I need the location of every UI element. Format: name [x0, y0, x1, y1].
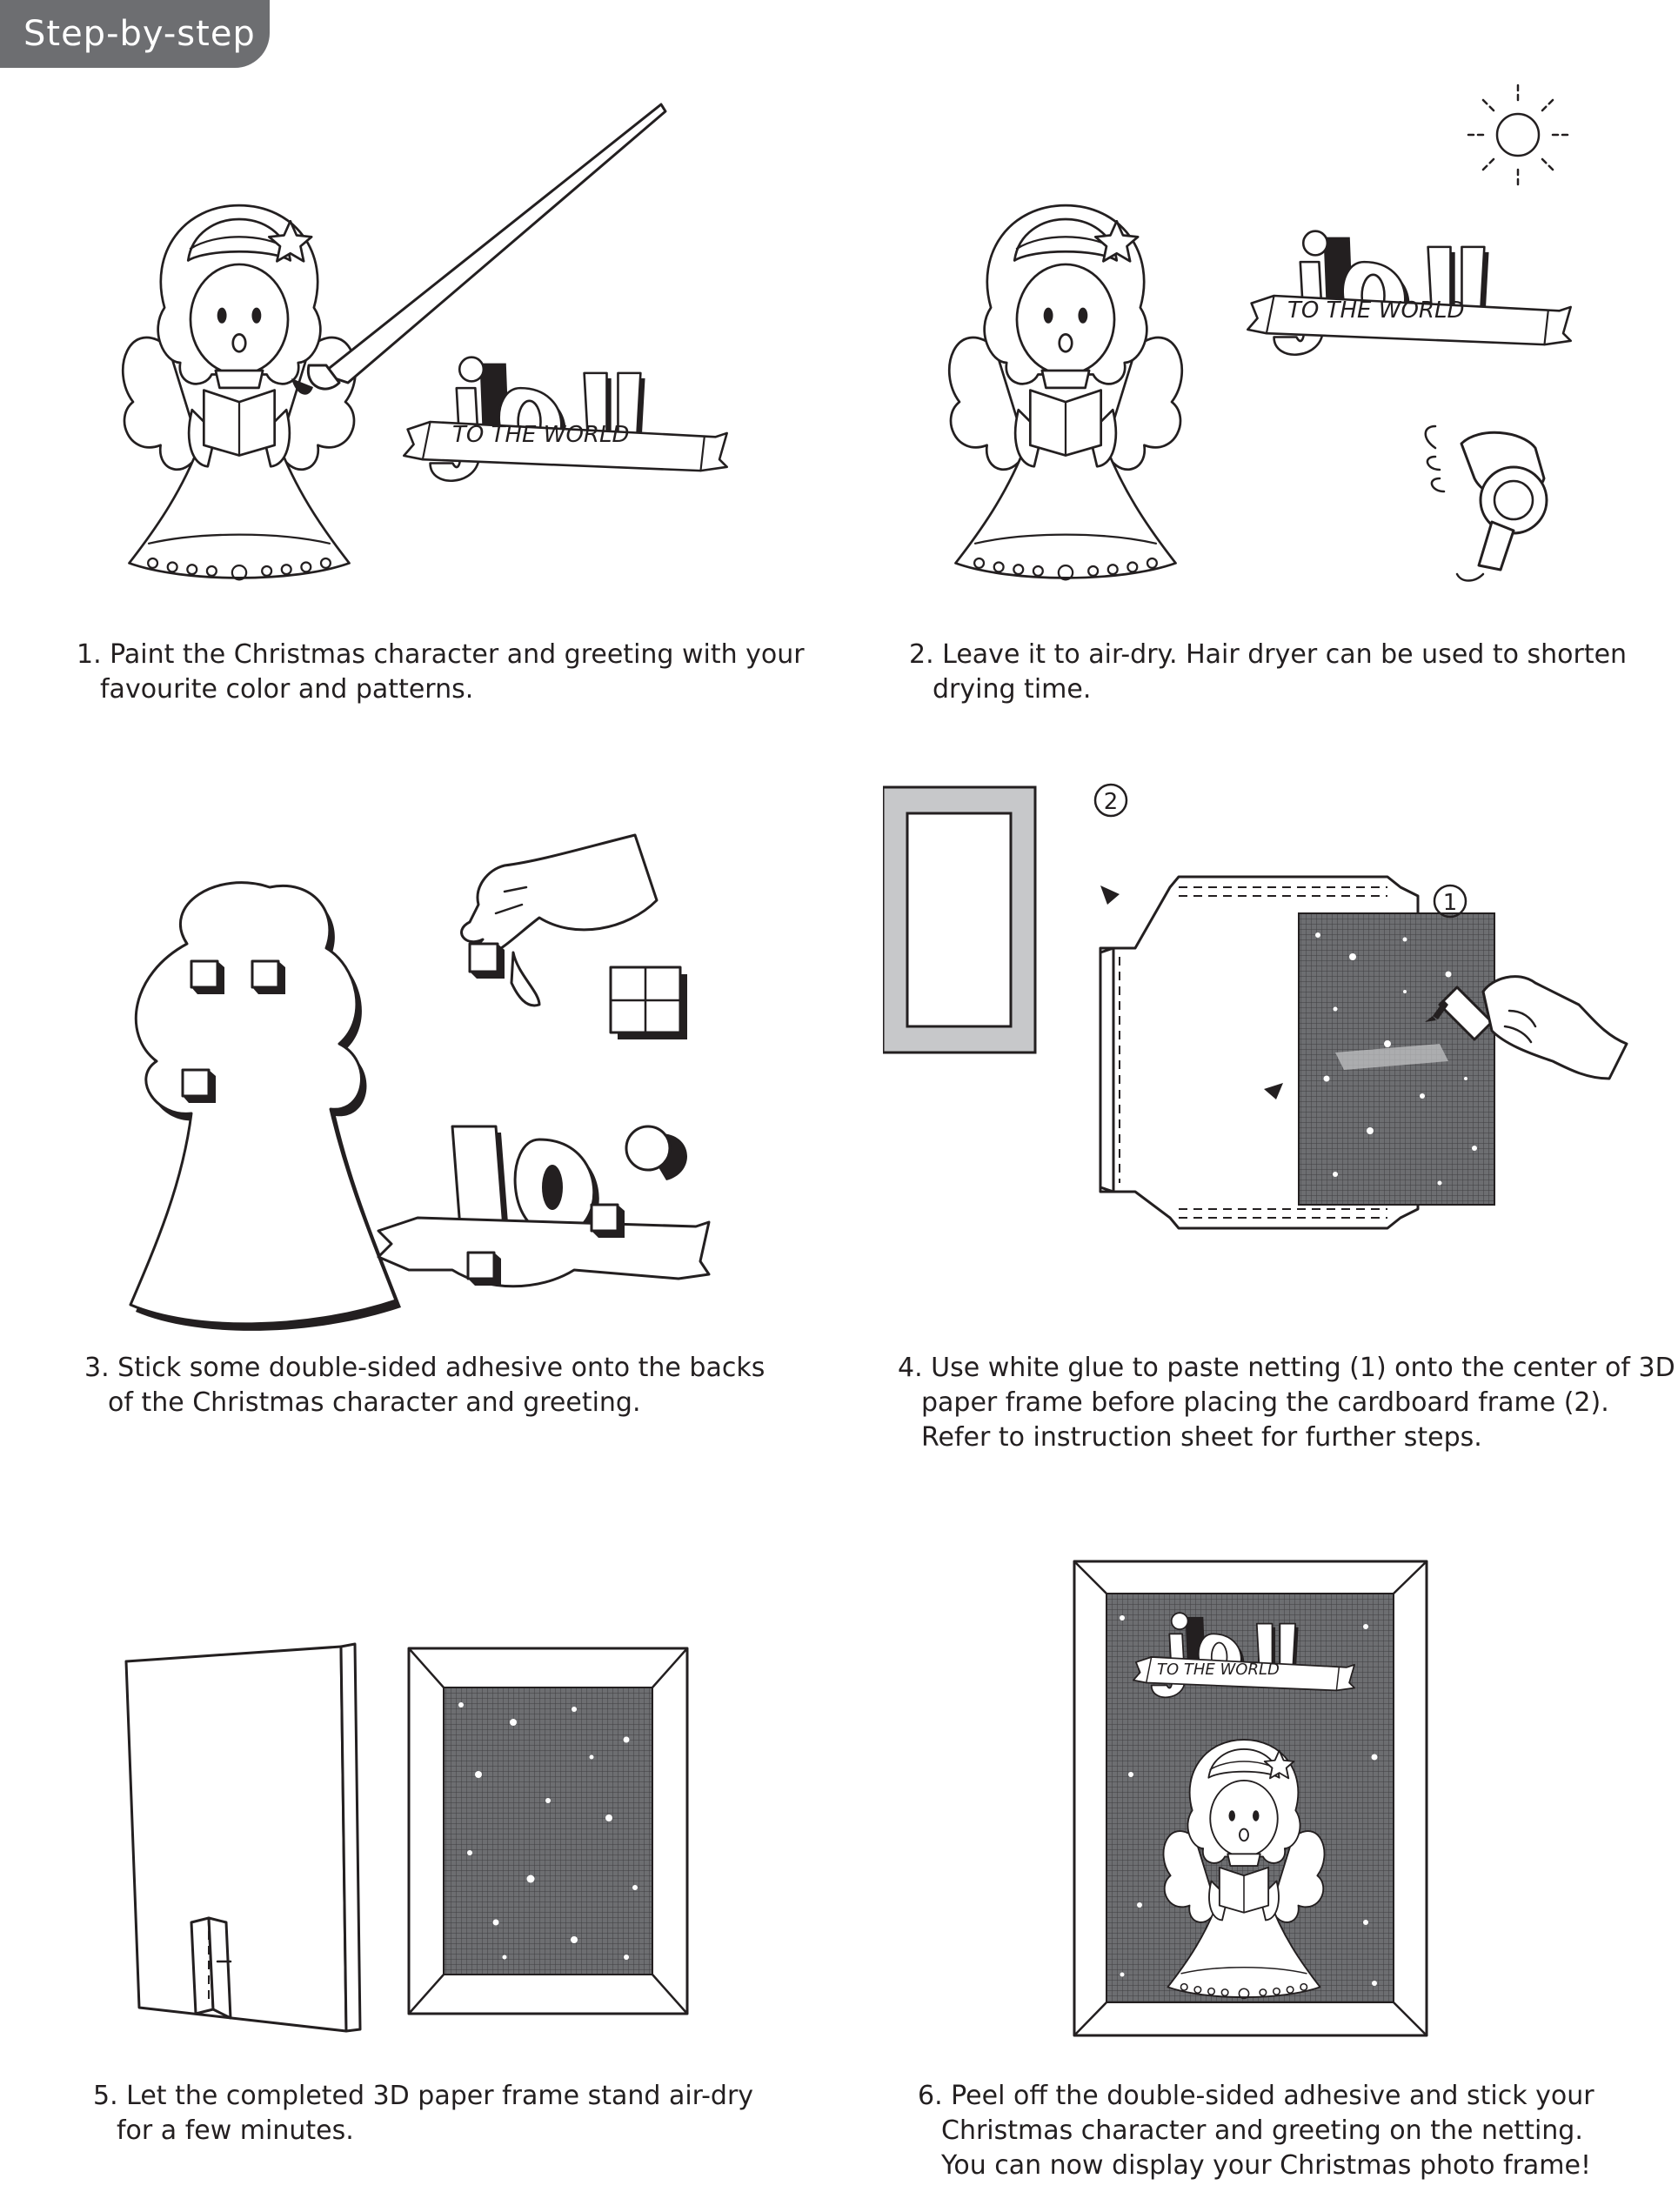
marker-2-label: 2: [1104, 789, 1119, 815]
netting-icon: [1298, 912, 1495, 1206]
caption-line: favourite color and patterns.: [100, 674, 474, 705]
caption-line: You can now display your Christmas photo…: [941, 2150, 1592, 2181]
caption-line: Christmas character and greeting on the …: [941, 2115, 1583, 2146]
tab-label: Step-by-step: [23, 14, 256, 54]
caption-line: for a few minutes.: [117, 2115, 354, 2146]
step-3-illustration: [87, 818, 748, 1357]
step-2-caption: 2. Leave it to air-dry. Hair dryer can b…: [909, 638, 1627, 707]
hair-dryer-icon: [1424, 424, 1548, 582]
step-5-caption: 5. Let the completed 3D paper frame stan…: [93, 2079, 753, 2149]
step-4-caption: 4. Use white glue to paste netting (1) o…: [898, 1351, 1675, 1455]
step-6: TO THE WORLD 6. Peel off the double-side…: [835, 1496, 1678, 2212]
caption-line: of the Christmas character and greeting.: [108, 1387, 641, 1418]
step-3-drawing: [129, 833, 711, 1331]
caption-line: 1. Paint the Christmas character and gre…: [77, 639, 805, 670]
step-3-caption: 3. Stick some double-sided adhesive onto…: [84, 1351, 765, 1420]
hand-icon: [460, 833, 658, 1007]
step-6-caption: 6. Peel off the double-sided adhesive an…: [918, 2079, 1594, 2183]
frame-stand-icon: [124, 1642, 362, 2033]
joy-banner-icon: [1246, 230, 1573, 357]
angel-icon: [121, 204, 358, 581]
caption-line: drying time.: [933, 674, 1092, 705]
adhesive-sheet-icon: [609, 966, 687, 1039]
to-the-world-text: TO THE WORLD: [1157, 1661, 1280, 1679]
caption-line: 2. Leave it to air-dry. Hair dryer can b…: [909, 639, 1628, 670]
step-6-illustration: TO THE WORLD: [1070, 1557, 1435, 2044]
joy-back-silhouette: [377, 1125, 711, 1288]
paintbrush-icon: [291, 103, 667, 395]
step-5-illustration: [122, 1635, 696, 2035]
step-5: 5. Let the completed 3D paper frame stan…: [0, 1496, 835, 2212]
arrow-icon: [1100, 885, 1120, 905]
step-4-drawing: 2 1: [883, 783, 1628, 1230]
step-2-drawing: TO THE WORLD: [947, 83, 1573, 582]
step-3: 3. Stick some double-sided adhesive onto…: [0, 748, 835, 1470]
angel-back-silhouette: [129, 881, 401, 1331]
marker-2-icon: 2: [1093, 783, 1128, 818]
to-the-world-text: TO THE WORLD: [452, 422, 629, 448]
step-1-caption: 1. Paint the Christmas character and gre…: [77, 638, 805, 707]
caption-line: 5. Let the completed 3D paper frame stan…: [93, 2081, 754, 2111]
hand-icon: [1481, 975, 1628, 1080]
caption-line: Refer to instruction sheet for further s…: [921, 1422, 1482, 1453]
step-4: 2 1: [835, 748, 1678, 1487]
to-the-world-text: TO THE WORLD: [1287, 297, 1464, 324]
marker-1-icon: 1: [1433, 884, 1467, 919]
step-2: TO THE WORLD 2. Leave it to air-dry. Hai…: [835, 0, 1678, 713]
adhesive-pad-icon: [181, 959, 285, 1103]
angel-icon: [947, 204, 1184, 581]
step-1-illustration: TO THE WORLD: [87, 96, 748, 600]
caption-line: 4. Use white glue to paste netting (1) o…: [898, 1353, 1675, 1383]
step-4-illustration: 2 1: [883, 783, 1648, 1270]
arrow-icon: [1264, 1083, 1283, 1099]
photo-frame-back-icon: [407, 1647, 689, 2015]
step-1-drawing: TO THE WORLD: [121, 103, 729, 581]
caption-line: paper frame before placing the cardboard…: [921, 1387, 1609, 1418]
marker-1-label: 1: [1443, 890, 1458, 916]
cardboard-frame-icon: [883, 785, 1037, 1054]
step-1: TO THE WORLD 1. Paint the Christmas char…: [0, 0, 835, 713]
caption-line: 6. Peel off the double-sided adhesive an…: [918, 2081, 1594, 2111]
step-5-drawing: [124, 1642, 689, 2033]
step-2-illustration: TO THE WORLD: [922, 83, 1583, 605]
caption-line: 3. Stick some double-sided adhesive onto…: [84, 1353, 765, 1383]
joy-banner-icon: [402, 356, 729, 483]
sun-icon: [1464, 83, 1572, 189]
step-by-step-tab: Step-by-step: [0, 0, 270, 68]
step-6-drawing: TO THE WORLD: [1073, 1560, 1428, 2037]
